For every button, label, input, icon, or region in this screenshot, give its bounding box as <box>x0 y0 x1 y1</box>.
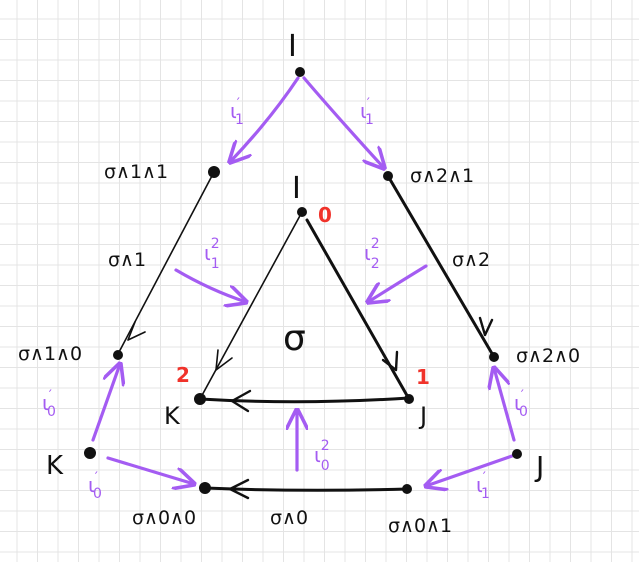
node-s10 <box>113 350 123 360</box>
label-center-sigma: σ <box>283 318 306 359</box>
label-outer-I: I <box>288 29 297 64</box>
label-edge-sigma-0: σ∧0 <box>270 507 308 529</box>
node-s00 <box>199 482 211 494</box>
index-inner-2: 2 <box>176 363 190 387</box>
edge-sigma-0-arrow <box>228 478 250 500</box>
map-top-left-arrow <box>230 76 300 162</box>
label-inner-J: J <box>418 402 427 430</box>
node-outer-J <box>512 449 522 459</box>
edge-inner-1-2 <box>198 396 411 404</box>
node-inner-I <box>297 207 307 217</box>
label-s10: σ∧1∧0 <box>18 343 82 365</box>
node-s01 <box>402 484 412 494</box>
node-outer-I <box>295 67 305 77</box>
node-outer-K <box>84 447 96 459</box>
node-s21 <box>383 171 393 181</box>
map-label-top-right: ι′1 <box>360 96 374 128</box>
map-label-right-up: ι′0 <box>514 388 528 420</box>
map-right-up-arrow <box>494 368 516 442</box>
map-inner-2-arrow <box>368 264 428 302</box>
label-s20: σ∧2∧0 <box>516 345 580 367</box>
map-label-left-down: ι′0 <box>88 470 102 502</box>
edge-inner-0-2-arrow <box>215 349 233 371</box>
edge-inner-0-1 <box>305 218 411 401</box>
node-s11 <box>208 166 220 178</box>
map-left-up-arrow <box>91 364 120 442</box>
edge-sigma-2-arrow <box>478 316 494 337</box>
label-edge-sigma-2: σ∧2 <box>452 249 490 271</box>
edge-sigma-1-arrow <box>127 321 146 341</box>
map-label-top-left: ι′1 <box>230 96 244 128</box>
map-top-right-arrow <box>302 76 384 168</box>
map-left-down-arrow <box>106 456 194 484</box>
label-outer-J: J <box>534 450 544 483</box>
label-edge-sigma-1: σ∧1 <box>108 249 146 271</box>
label-s11: σ∧1∧1 <box>104 161 168 183</box>
node-inner-J <box>404 394 414 404</box>
edge-inner-1-2-arrow <box>230 389 252 413</box>
index-inner-1: 1 <box>416 365 430 389</box>
edge-sigma-0 <box>203 486 409 492</box>
edge-sigma-2 <box>386 174 496 359</box>
index-inner-0: 0 <box>318 203 332 227</box>
map-inner-1-arrow <box>174 268 246 302</box>
label-s01: σ∧0∧1 <box>388 515 452 537</box>
node-s20 <box>489 352 499 362</box>
map-label-left-up: ι′0 <box>42 388 56 420</box>
label-inner-K: K <box>164 402 181 430</box>
label-s00: σ∧0∧0 <box>132 507 196 529</box>
label-inner-I: I <box>292 171 301 206</box>
node-inner-K <box>194 393 206 405</box>
map-label-right-down: ι′1 <box>476 470 490 502</box>
map-right-down-arrow <box>426 454 514 486</box>
label-s21: σ∧2∧1 <box>410 165 474 187</box>
edge-inner-0-1-arrow <box>381 350 399 372</box>
label-outer-K: K <box>46 451 64 481</box>
